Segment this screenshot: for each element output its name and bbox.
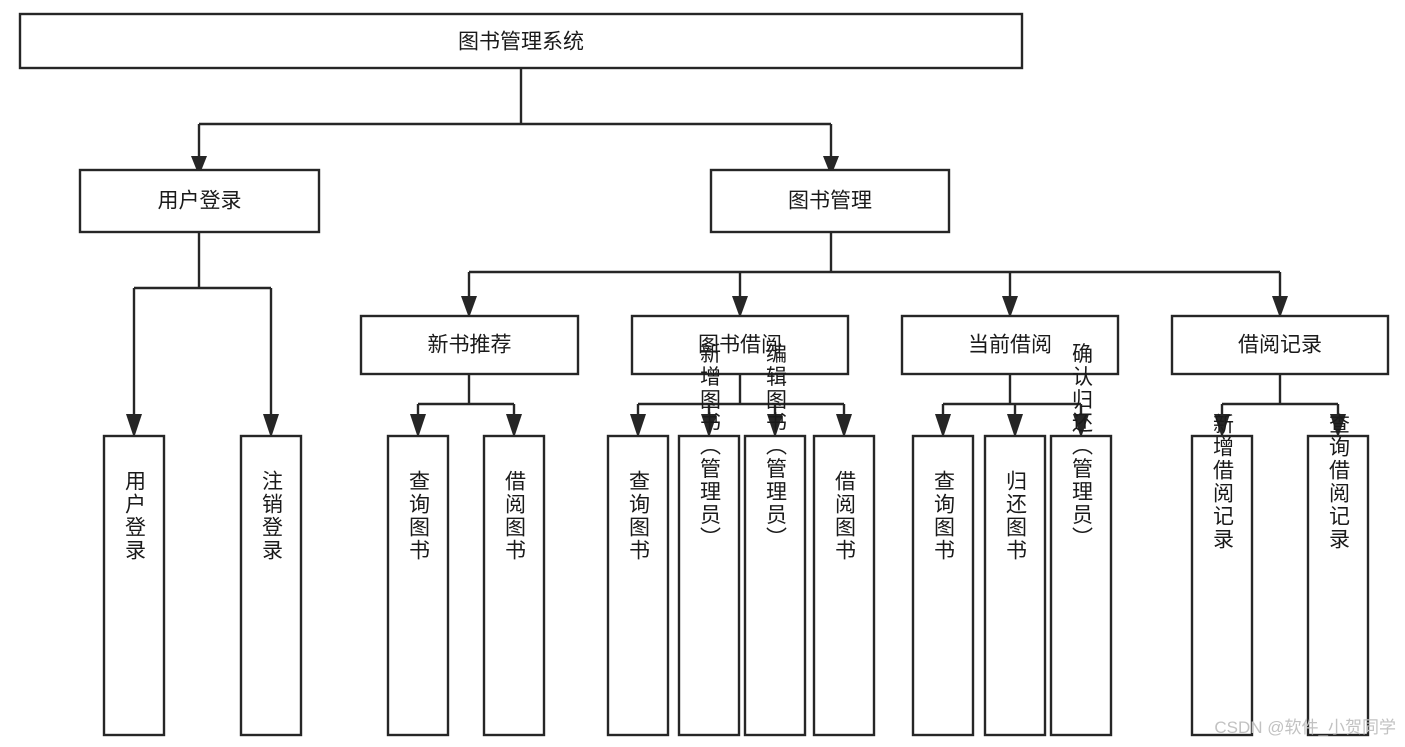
node-borrow-record-label: 借阅记录 [1238, 334, 1322, 357]
node-leaf-user-login-box[interactable] [102, 434, 166, 737]
node-leaf-query-book-borrow-box[interactable] [606, 434, 670, 737]
node-leaf-query-book-borrow[interactable]: 查询图书 [606, 434, 670, 737]
node-leaf-add-book-admin[interactable]: 新增图书（管理员） [677, 343, 741, 737]
arrow-to-leaf-add-book-admin [701, 414, 717, 438]
node-leaf-add-book-admin-label: 新增图书（管理员） [698, 343, 722, 550]
node-user-login-label: 用户登录 [158, 190, 242, 213]
arrow-to-current-borrow [1002, 296, 1018, 318]
node-leaf-query-book-current-label: 查询图书 [932, 470, 956, 562]
node-leaf-add-book-admin-box[interactable] [677, 434, 741, 737]
node-borrow-record-box[interactable] [1170, 314, 1390, 376]
node-leaf-add-borrow-record-label: 新增借阅记录 [1211, 413, 1235, 551]
node-current-borrow-label: 当前借阅 [968, 334, 1052, 357]
arrow-to-leaf-borrow-book-recommend [506, 414, 522, 438]
node-leaf-confirm-return-admin-box[interactable] [1049, 434, 1113, 737]
node-leaf-borrow-book-recommend-box[interactable] [482, 434, 546, 737]
node-book-borrow-box[interactable] [630, 314, 850, 376]
node-root-box[interactable] [18, 12, 1024, 70]
csdn-watermark: CSDN @软件_小贺同学 [1214, 718, 1396, 737]
arrow-to-leaf-query-book-recommend [410, 414, 426, 438]
arrow-to-user-login [191, 156, 207, 176]
node-leaf-logout-label: 注销登录 [260, 470, 284, 562]
node-leaf-borrow-book-label: 借阅图书 [833, 470, 857, 562]
node-leaf-user-login-label: 用户登录 [123, 470, 147, 562]
node-leaf-query-book-current[interactable]: 查询图书 [911, 434, 975, 737]
node-new-book-recommend-label: 新书推荐 [428, 334, 512, 357]
node-user-login-box[interactable] [78, 168, 321, 234]
arrow-to-leaf-logout [263, 414, 279, 438]
node-current-borrow-box[interactable] [900, 314, 1120, 376]
arrow-to-leaf-borrow-book [836, 414, 852, 438]
node-leaf-query-borrow-record-label: 查询借阅记录 [1327, 413, 1351, 551]
node-leaf-borrow-book-box[interactable] [812, 434, 876, 737]
node-book-management[interactable]: 图书管理 [709, 168, 951, 234]
arrow-to-leaf-query-borrow-record [1330, 414, 1346, 438]
arrow-to-new-book-recommend [461, 296, 477, 318]
arrowhead-layer [126, 156, 1346, 438]
arrow-to-leaf-confirm-return-admin [1073, 414, 1089, 438]
node-layer: 图书管理系统 用户登录 图书管理 新书推荐 图书借阅 [18, 12, 1390, 737]
node-book-management-box[interactable] [709, 168, 951, 234]
node-leaf-user-login[interactable]: 用户登录 [102, 434, 166, 737]
arrow-to-leaf-edit-book-admin [767, 414, 783, 438]
arrow-to-leaf-add-borrow-record [1214, 414, 1230, 438]
node-leaf-return-book-label: 归还图书 [1004, 470, 1028, 562]
node-leaf-query-book-current-box[interactable] [911, 434, 975, 737]
arrow-to-leaf-query-book-current [935, 414, 951, 438]
node-leaf-confirm-return-admin-label: 确认归还（管理员） [1070, 343, 1094, 550]
node-leaf-borrow-book-recommend-label: 借阅图书 [503, 470, 527, 562]
node-leaf-logout[interactable]: 注销登录 [239, 434, 303, 737]
arrow-to-leaf-user-login [126, 414, 142, 438]
node-leaf-query-book-recommend[interactable]: 查询图书 [386, 434, 450, 737]
node-leaf-return-book-box[interactable] [983, 434, 1047, 737]
node-leaf-borrow-book-recommend[interactable]: 借阅图书 [482, 434, 546, 737]
node-leaf-edit-book-admin-box[interactable] [743, 434, 807, 737]
node-book-borrow[interactable]: 图书借阅 [630, 314, 850, 376]
node-current-borrow[interactable]: 当前借阅 [900, 314, 1120, 376]
arrow-to-leaf-return-book [1007, 414, 1023, 438]
node-leaf-edit-book-admin-label: 编辑图书（管理员） [764, 343, 788, 550]
arrow-to-book-management [823, 156, 839, 176]
node-leaf-add-borrow-record[interactable]: 新增借阅记录 [1190, 413, 1254, 737]
node-leaf-borrow-book[interactable]: 借阅图书 [812, 434, 876, 737]
node-root[interactable]: 图书管理系统 [18, 12, 1024, 70]
arrow-to-leaf-query-book-borrow [630, 414, 646, 438]
node-borrow-record[interactable]: 借阅记录 [1170, 314, 1390, 376]
arrow-to-borrow-record [1272, 296, 1288, 318]
node-leaf-add-borrow-record-box[interactable] [1190, 434, 1254, 737]
node-leaf-query-book-recommend-box[interactable] [386, 434, 450, 737]
node-leaf-logout-box[interactable] [239, 434, 303, 737]
arrow-to-book-borrow [732, 296, 748, 318]
node-new-book-recommend[interactable]: 新书推荐 [359, 314, 580, 376]
node-leaf-query-borrow-record-box[interactable] [1306, 434, 1370, 737]
node-leaf-query-borrow-record[interactable]: 查询借阅记录 [1306, 413, 1370, 737]
node-book-borrow-label: 图书借阅 [698, 334, 782, 357]
node-root-label: 图书管理系统 [458, 31, 584, 54]
node-leaf-return-book[interactable]: 归还图书 [983, 434, 1047, 737]
node-book-management-label: 图书管理 [788, 190, 872, 213]
node-leaf-query-book-borrow-label: 查询图书 [627, 470, 651, 562]
node-leaf-confirm-return-admin[interactable]: 确认归还（管理员） [1049, 343, 1113, 737]
node-new-book-recommend-box[interactable] [359, 314, 580, 376]
node-leaf-query-book-recommend-label: 查询图书 [407, 470, 431, 562]
node-user-login[interactable]: 用户登录 [78, 168, 321, 234]
node-leaf-edit-book-admin[interactable]: 编辑图书（管理员） [743, 343, 807, 737]
